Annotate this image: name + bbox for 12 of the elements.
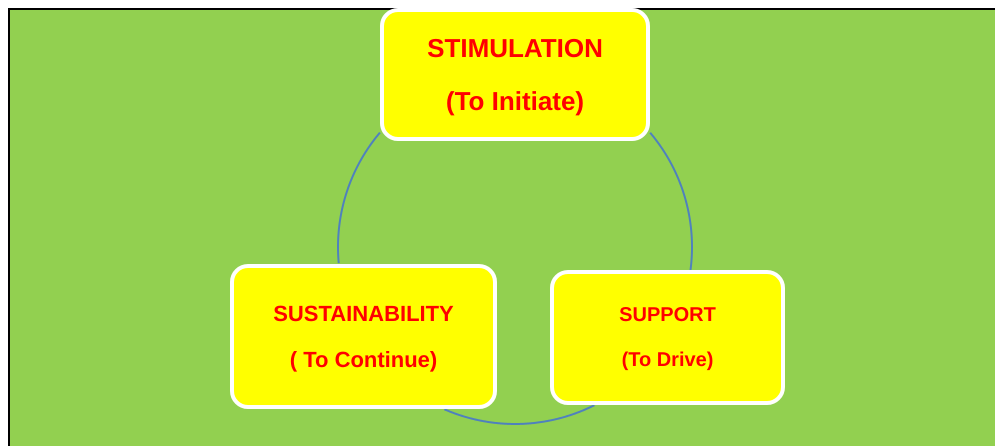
stage-subtitle: (To Drive): [622, 348, 714, 372]
process-box: [230, 264, 497, 409]
connector-arc: [337, 132, 381, 264]
connector-arc: [444, 404, 595, 425]
stage-title: SUPPORT: [619, 304, 716, 326]
stage-subtitle: ( To Continue): [290, 346, 438, 372]
process-box: [380, 8, 650, 141]
stage-subtitle: (To Initiate): [446, 86, 584, 116]
stage-title: STIMULATION: [427, 32, 603, 64]
connector-arc: [649, 132, 693, 270]
process-box: [550, 270, 785, 405]
stage-title: SUSTAINABILITY: [273, 300, 454, 326]
